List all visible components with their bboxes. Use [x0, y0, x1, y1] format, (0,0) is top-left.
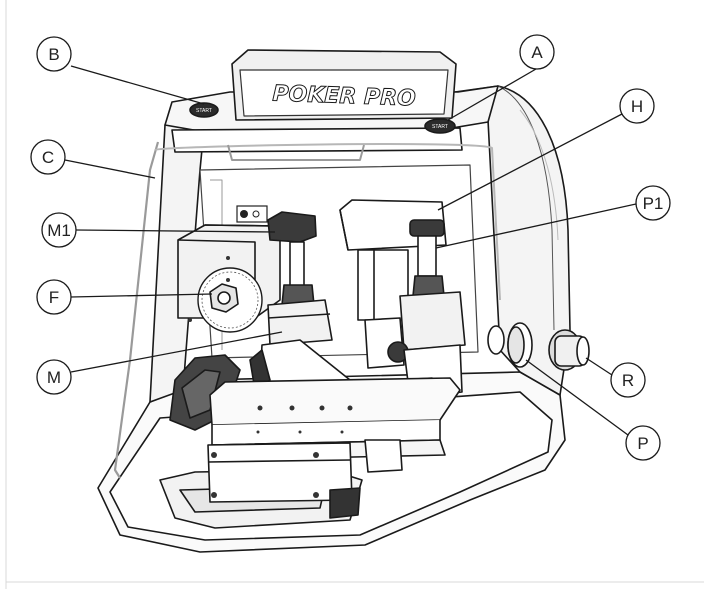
carriage-table: [209, 377, 461, 426]
callout-c: C: [30, 139, 66, 175]
lever-m1: [267, 211, 317, 243]
figure-frame: [5, 0, 704, 589]
callout-c-label: C: [42, 148, 54, 167]
knob-p1: [409, 219, 445, 237]
socket-icon: [236, 205, 268, 223]
callout-p1: P1: [635, 185, 671, 221]
callouts: B A H C P1 M1 F R: [30, 34, 671, 461]
callout-f-label: F: [49, 288, 59, 307]
right-housing: [454, 85, 571, 396]
callout-p-label: P: [637, 434, 648, 453]
right-clamp: [399, 291, 466, 351]
callout-a-label: A: [531, 43, 543, 62]
callout-b: B: [36, 36, 72, 72]
callout-r-label: R: [622, 371, 634, 390]
screw-holes: [188, 256, 353, 498]
start-label-right: START: [432, 124, 448, 130]
start-button-right: [424, 118, 456, 134]
start-label-left: START: [196, 108, 212, 114]
callout-m1: M1: [41, 212, 77, 248]
left-clamp: [267, 299, 333, 346]
callout-h-label: H: [631, 97, 643, 116]
callout-m-label: M: [47, 368, 61, 387]
safety-shield: [113, 141, 160, 479]
brand-logo-text: POKER PRO: [272, 82, 416, 112]
callout-p: P: [625, 425, 661, 461]
callout-b-label: B: [48, 45, 59, 64]
callout-h: H: [619, 88, 655, 124]
callout-m: M: [36, 359, 72, 395]
machine-body: [97, 49, 590, 553]
leader-lines: [64, 65, 637, 436]
callout-p1-label: P1: [643, 194, 664, 213]
callout-a: A: [519, 34, 555, 70]
callout-f: F: [36, 279, 72, 315]
callout-r: R: [610, 362, 646, 398]
start-button-left: [189, 102, 219, 118]
callout-m1-label: M1: [47, 221, 71, 240]
